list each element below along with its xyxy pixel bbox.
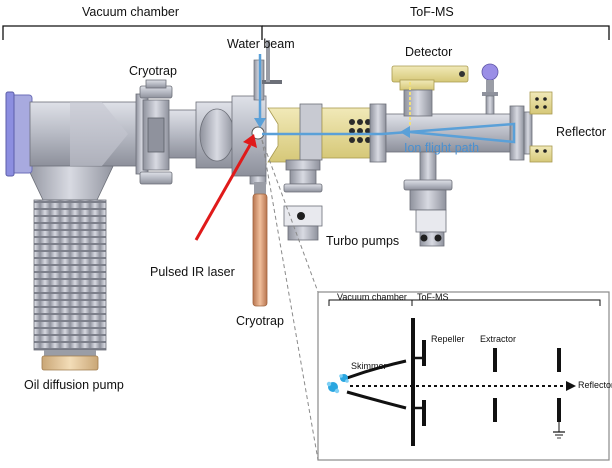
cryotrap-bottom-label: Cryotrap (236, 314, 284, 328)
water-beam-label: Water beam (227, 37, 295, 51)
vacuum-chamber-bracket (2, 25, 263, 40)
inset-zoom-lines (261, 139, 319, 461)
detector (391, 65, 469, 126)
ion-flight-path (262, 122, 516, 144)
inset-extractor-label: Extractor (480, 334, 517, 344)
turbo-pumps-label: Turbo pumps (326, 234, 400, 248)
cryotrap-lower (252, 182, 268, 307)
inset-tof-ms-label: ToF-MS (417, 292, 449, 302)
cryotrap-top-label: Cryotrap (129, 64, 177, 78)
turbo-pump-right (403, 151, 453, 247)
water-cluster-icon (326, 374, 349, 394)
reflector-label: Reflector (556, 125, 607, 139)
detector-label: Detector (405, 45, 453, 59)
inset-panel (317, 291, 610, 461)
turbo-pump-left (283, 159, 323, 241)
pulsed-ir-laser-arrow (194, 134, 257, 241)
pressure-gauge (481, 63, 499, 115)
inset-vacuum-chamber-label: Vacuum chamber (337, 292, 407, 302)
inset-skimmer-label: Skimmer (351, 361, 387, 371)
water-beam-arrow (254, 54, 266, 128)
pulsed-ir-laser-label: Pulsed IR laser (150, 265, 235, 279)
inset-repeller-label: Repeller (431, 334, 465, 344)
reflector-assembly (529, 91, 553, 163)
vacuum-chamber (5, 79, 199, 185)
tof-ms-label: ToF-MS (410, 5, 454, 19)
vacuum-chamber-label: Vacuum chamber (82, 5, 180, 19)
ion-flight-path-label: Ion flight path (404, 141, 480, 155)
oil-diffusion-pump-label: Oil diffusion pump (24, 378, 124, 392)
tof-ms-bracket (262, 25, 610, 40)
oil-diffusion-pump (24, 161, 116, 371)
inset-reflector-label: Reflector (578, 380, 612, 390)
